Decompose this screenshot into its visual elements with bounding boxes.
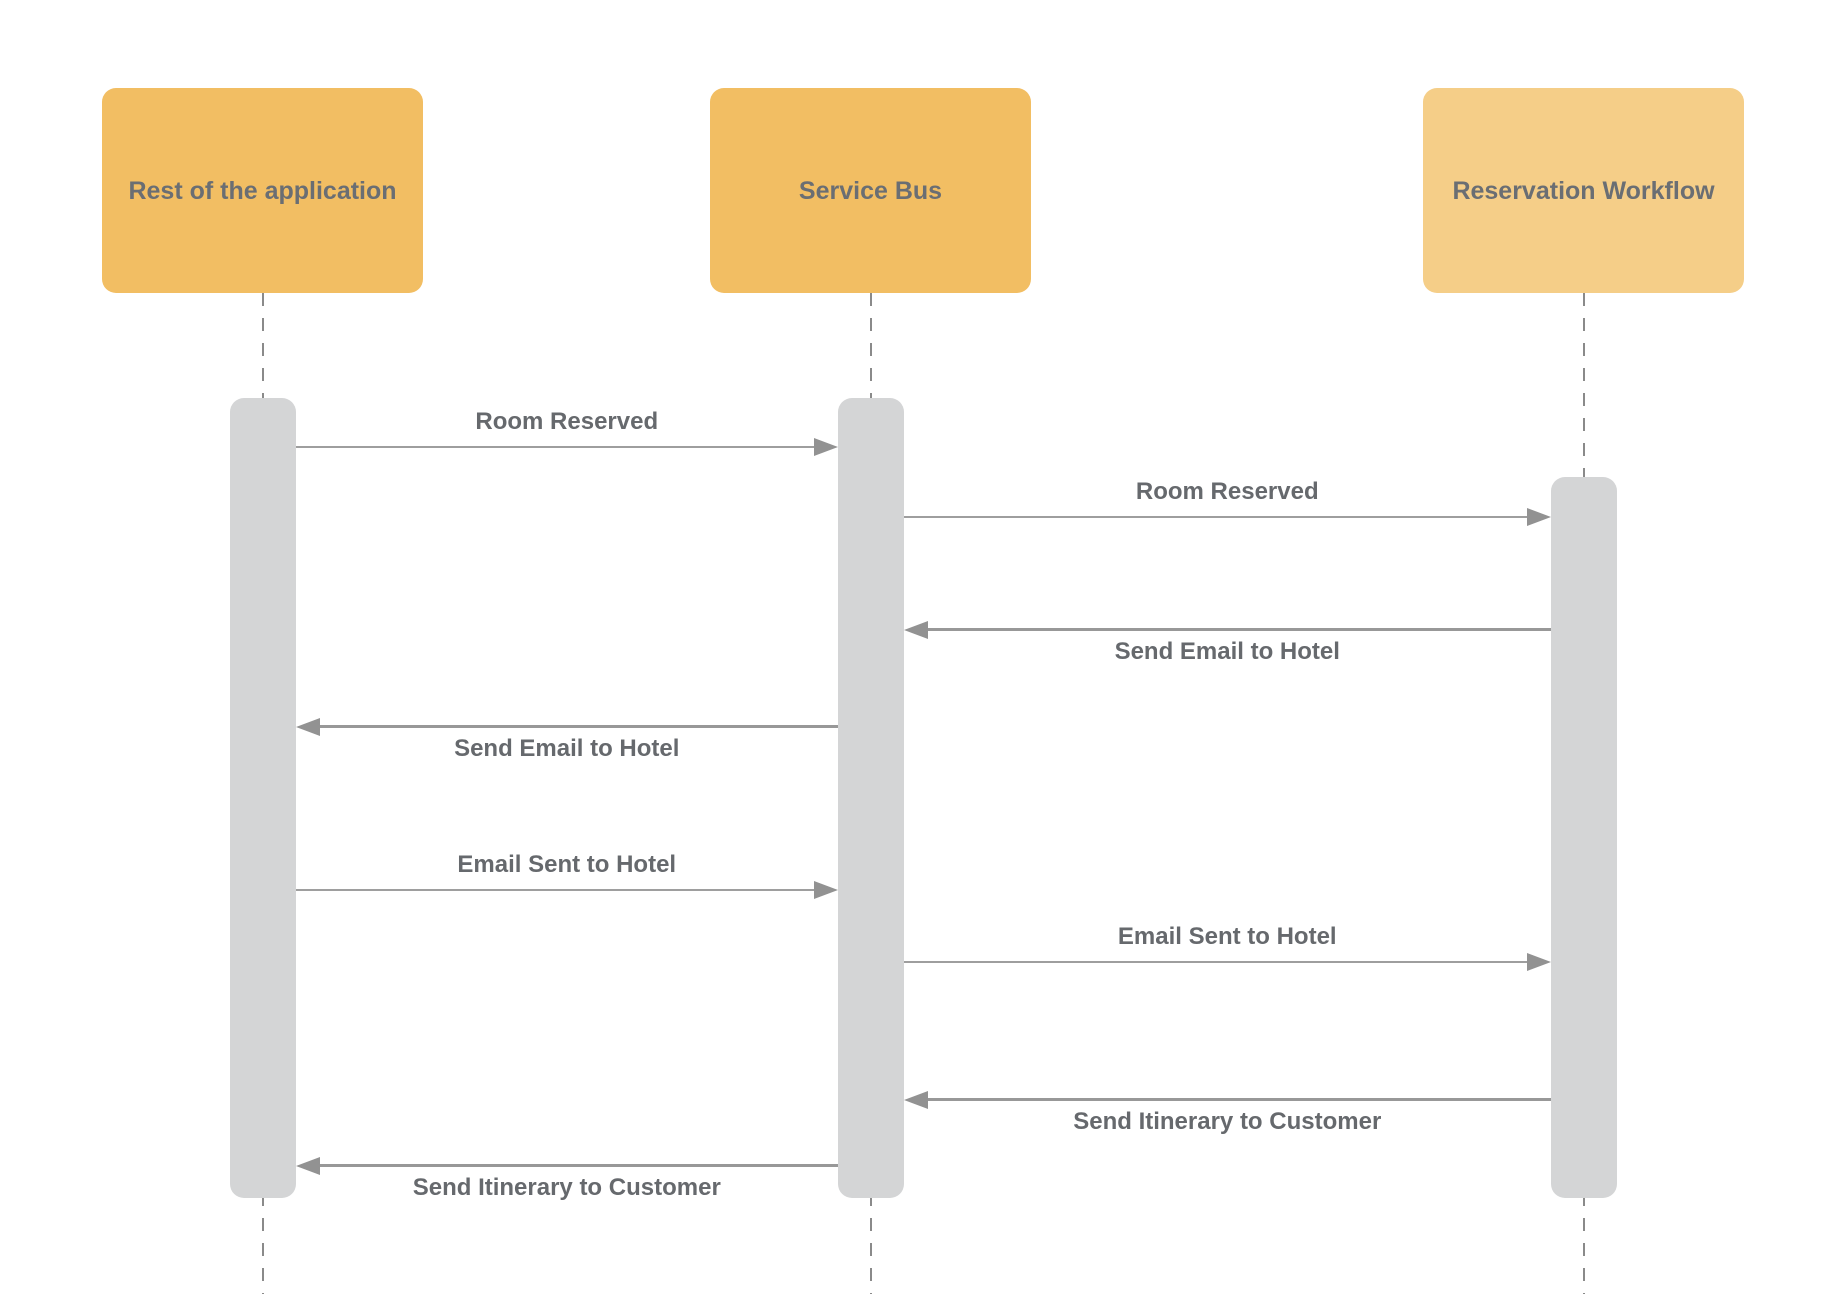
actor-box-rest-of-the-application: Rest of the application <box>102 88 423 293</box>
message-label: Send Email to Hotel <box>454 734 680 762</box>
message-line <box>295 889 822 891</box>
message-label: Room Reserved <box>1135 478 1319 505</box>
message-line <box>904 516 1535 518</box>
message-line <box>904 961 1535 963</box>
actor-label: Reservation Workflow <box>1452 176 1715 205</box>
message-line <box>295 446 822 448</box>
message-label: Email Sent to Hotel <box>457 851 677 878</box>
message-label: Room Reserved <box>475 408 659 435</box>
message-label: Send Itinerary to Customer <box>1073 1107 1382 1135</box>
message-line <box>920 1097 1551 1101</box>
message-line <box>311 1163 838 1167</box>
arrowhead-right-icon <box>814 438 838 456</box>
activation-bar-service-bus <box>838 398 904 1198</box>
arrowhead-right-icon <box>1526 953 1551 971</box>
message-label: Send Itinerary to Customer <box>412 1173 721 1201</box>
message-line <box>311 724 838 728</box>
message-label: Email Sent to Hotel <box>1117 923 1337 950</box>
activation-bar-reservation-workflow <box>1550 477 1617 1198</box>
message-line <box>920 627 1551 631</box>
actor-box-service-bus: Service Bus <box>710 88 1031 293</box>
actor-box-reservation-workflow: Reservation Workflow <box>1423 88 1744 293</box>
message-label: Send Email to Hotel <box>1114 637 1340 665</box>
arrowhead-right-icon <box>1526 508 1551 526</box>
arrowhead-left-icon <box>904 1090 928 1109</box>
arrowhead-left-icon <box>295 717 320 736</box>
activation-bar-rest-of-the-application <box>229 398 296 1198</box>
arrowhead-left-icon <box>295 1156 320 1175</box>
arrowhead-right-icon <box>814 881 838 899</box>
arrowhead-left-icon <box>904 620 928 639</box>
actor-label: Rest of the application <box>128 176 397 205</box>
actor-label: Service Bus <box>798 176 943 205</box>
